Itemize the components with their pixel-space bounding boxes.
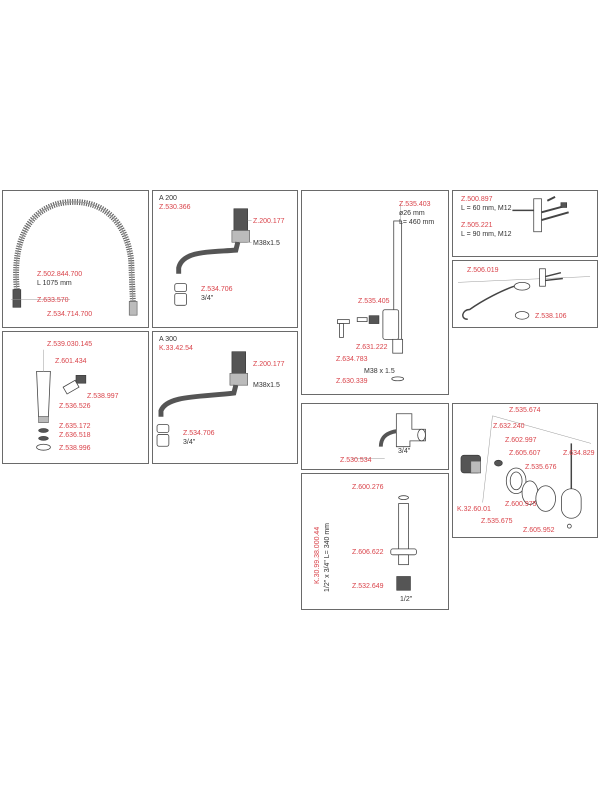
spout-a200-drawing <box>174 208 252 306</box>
panel-spring-hose: Z.502.844.700 L 1075 mm Z.633.570 Z.534.… <box>2 190 149 328</box>
length-label: L 1075 mm <box>37 280 72 287</box>
thread-label: M38x1.5 <box>253 382 280 389</box>
size-label: 3/4" <box>201 295 214 302</box>
panel-riser-fitting: Z.600.276 K.30.99.38.000.44 1/2" x 3/4" … <box>301 473 449 610</box>
code-label: Z.534.706 <box>183 430 215 437</box>
code-label: Z.535.674 <box>509 407 541 414</box>
mixer-cartridge-drawing <box>460 415 592 529</box>
wall-bolts-drawing <box>512 195 569 233</box>
code-label: Z.535.676 <box>525 464 557 471</box>
code-label: K.33.42.54 <box>159 345 193 352</box>
panel-wall-bolts: Z.500.897 L = 60 mm, M12 Z.505.221 L = 9… <box>452 190 598 257</box>
panel-hook-holder: Z.506.019 Z.538.106 <box>452 260 598 328</box>
code-label: Z.605.607 <box>509 450 541 457</box>
panel-mixer-cartridge: Z.535.674 Z.632.240 Z.602.997 Z.605.607 … <box>452 403 598 538</box>
spring-hose-drawing <box>10 198 138 316</box>
code-label: Z.600.975 <box>505 501 537 508</box>
code-label: Z.535.405 <box>358 298 390 305</box>
code-label: Z.534.714.700 <box>47 311 93 318</box>
code-label: Z.636.518 <box>59 432 91 439</box>
code-label: Z.530.534 <box>340 457 372 464</box>
code-label: Z.600.276 <box>352 484 384 491</box>
code-label: Z.505.221 <box>461 222 493 229</box>
code-label: Z.535.675 <box>481 518 513 525</box>
panel-wall-connector: Z.530.534 3/4" <box>301 403 449 470</box>
model-label: A 200 <box>159 195 177 202</box>
size-label: 1/2" <box>400 596 413 603</box>
spray-valve-drawing <box>36 349 87 451</box>
code-label: Z.633.570 <box>37 297 69 304</box>
code-label: Z.634.783 <box>336 356 368 363</box>
model-label: A 300 <box>159 336 177 343</box>
code-label: Z.630.339 <box>336 378 368 385</box>
bolt-length-label: L = 60 mm, M12 <box>461 205 512 212</box>
code-label: Z.538.106 <box>535 313 567 320</box>
code-label: Z.532.649 <box>352 583 384 590</box>
code-label: Z.606.622 <box>352 549 384 556</box>
panel-spout-a300: A 300 K.33.42.54 Z.200.177 M38x1.5 Z.534… <box>152 331 298 464</box>
size-label: 3/4" <box>183 439 196 446</box>
code-label: Z.601.434 <box>55 358 87 365</box>
riser-fitting-drawing <box>390 495 417 591</box>
panel-spout-a200: A 200 Z.530.366 Z.200.177 M38x1.5 Z.534.… <box>152 190 298 328</box>
vertical-code-label: K.30.99.38.000.44 <box>314 526 321 584</box>
code-label: K.32.60.01 <box>457 506 491 513</box>
thread-label: M38 x 1.5 <box>364 368 395 375</box>
code-label: Z.500.897 <box>461 196 493 203</box>
hook-holder-drawing <box>458 268 591 320</box>
code-label: Z.200.177 <box>253 218 285 225</box>
code-label: Z.632.240 <box>493 423 525 430</box>
size-label: 3/4" <box>398 448 411 455</box>
bolt-length-label: L = 90 mm, M12 <box>461 231 512 238</box>
code-label: Z.635.172 <box>59 423 91 430</box>
code-label: Z.538.997 <box>87 393 119 400</box>
code-label: Z.602.997 <box>505 437 537 444</box>
code-label: Z.631.222 <box>356 344 388 351</box>
diameter-label: ø26 mm <box>399 210 425 217</box>
length-label: L= 460 mm <box>399 219 435 226</box>
wall-connector-drawing <box>351 413 426 459</box>
code-label: Z.502.844.700 <box>37 271 83 278</box>
panel-spray-valve: Z.539.030.145 Z.601.434 Z.538.997 Z.536.… <box>2 331 149 464</box>
code-label: Z.605.952 <box>523 527 555 534</box>
code-label: Z.506.019 <box>467 267 499 274</box>
vertical-dimension-label: 1/2" x 3/4" L= 340 mm <box>324 523 331 592</box>
code-label: Z.200.177 <box>253 361 285 368</box>
thread-label: M38x1.5 <box>253 240 280 247</box>
code-label: Z.530.366 <box>159 204 191 211</box>
code-label: Z.539.030.145 <box>47 341 93 348</box>
code-label: Z.536.526 <box>59 403 91 410</box>
riser-valve-drawing <box>337 203 405 382</box>
code-label: Z.538.996 <box>59 445 91 452</box>
code-label: Z.535.403 <box>399 201 431 208</box>
spout-a300-drawing <box>156 351 248 447</box>
code-label: Z.634.829 <box>563 450 595 457</box>
code-label: Z.534.706 <box>201 286 233 293</box>
panel-riser-valve: Z.535.403 ø26 mm L= 460 mm Z.535.405 Z.6… <box>301 190 449 395</box>
